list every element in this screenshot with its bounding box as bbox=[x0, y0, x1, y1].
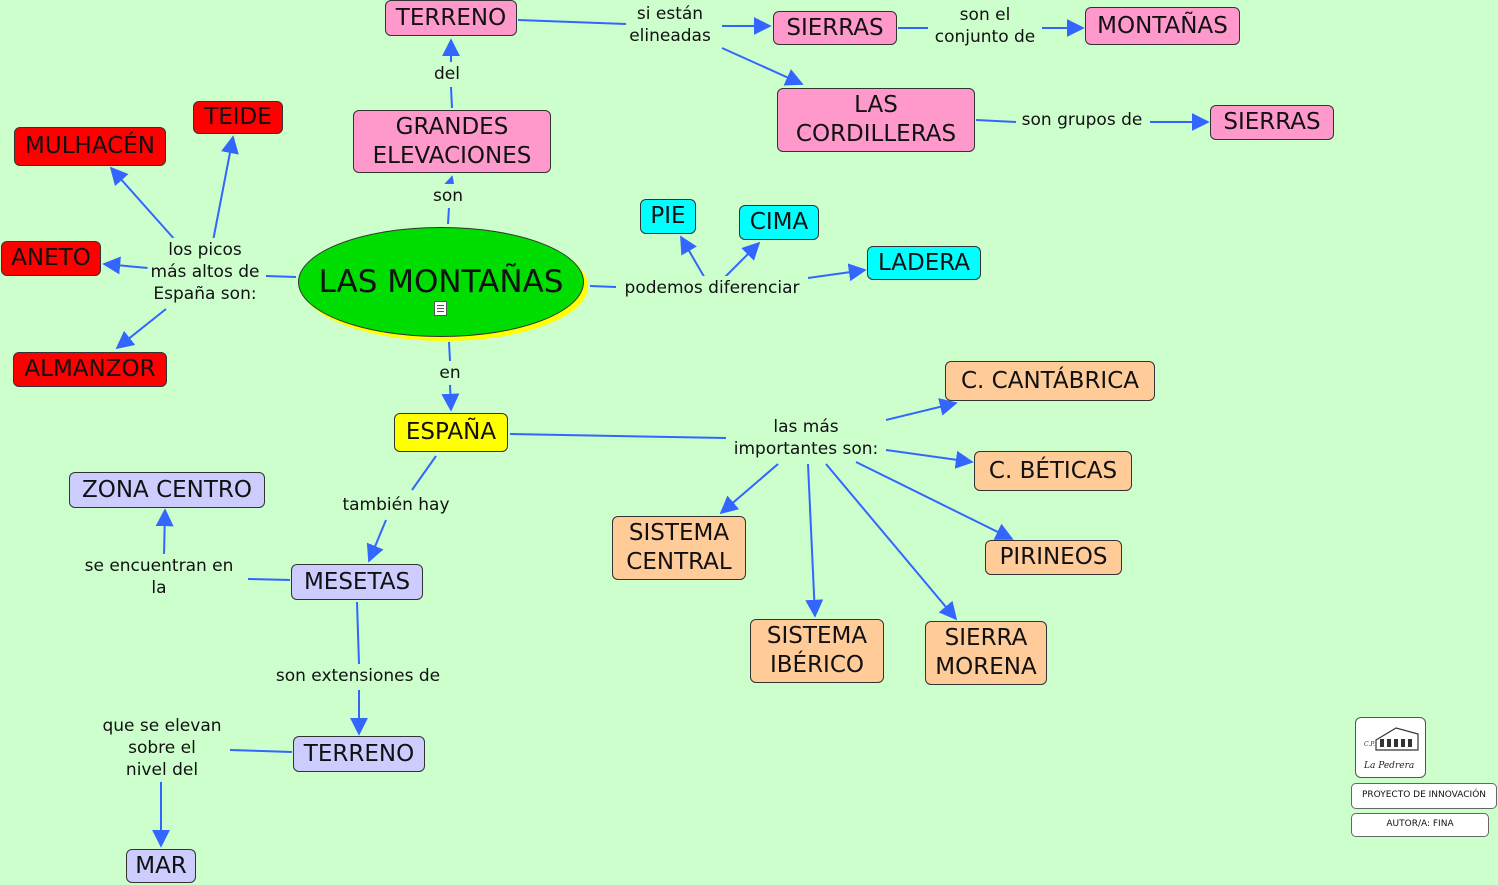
link-label-que-se-elevan: que se elevan sobre el nivel del bbox=[99, 713, 225, 783]
node-sierras-2[interactable]: SIERRAS bbox=[1210, 105, 1334, 140]
link-label-son: son bbox=[429, 183, 467, 209]
edge bbox=[680, 235, 707, 281]
node-pirineos[interactable]: PIRINEOS bbox=[985, 540, 1122, 575]
node-c-beticas[interactable]: C. BÉTICAS bbox=[974, 451, 1132, 491]
node-cima[interactable]: CIMA bbox=[739, 205, 819, 240]
link-label-si-estan-elineadas: si están elineadas bbox=[626, 1, 714, 49]
edge bbox=[229, 749, 293, 753]
edge bbox=[719, 463, 779, 515]
edge bbox=[721, 241, 761, 281]
edge bbox=[825, 463, 958, 621]
edge bbox=[155, 508, 174, 557]
edge bbox=[265, 275, 297, 278]
edge bbox=[247, 578, 291, 581]
central-topic-node[interactable]: LAS MONTAÑAS bbox=[298, 227, 588, 341]
link-label-tambien-hay: también hay bbox=[339, 492, 453, 518]
node-mesetas[interactable]: MESETAS bbox=[291, 564, 423, 600]
link-label-se-encuentran-en-la: se encuentran en la bbox=[81, 553, 237, 601]
credit-autor: AUTOR/A: FINA bbox=[1351, 813, 1489, 837]
edge bbox=[366, 519, 387, 563]
node-pie[interactable]: PIE bbox=[640, 199, 696, 234]
document-icon[interactable] bbox=[434, 301, 447, 316]
node-sistema-iberico[interactable]: SISTEMA IBÉRICO bbox=[750, 619, 884, 683]
node-sierra-morena[interactable]: SIERRA MORENA bbox=[925, 621, 1047, 685]
edge bbox=[805, 463, 824, 618]
node-las-cordilleras[interactable]: LAS CORDILLERAS bbox=[777, 88, 975, 152]
edge bbox=[885, 449, 974, 469]
node-teide[interactable]: TEIDE bbox=[193, 101, 283, 134]
node-sierras-1[interactable]: SIERRAS bbox=[773, 11, 897, 45]
node-ladera[interactable]: LADERA bbox=[867, 246, 981, 280]
link-label-del: del bbox=[431, 61, 463, 87]
edge bbox=[450, 86, 453, 109]
node-zona-centro[interactable]: ZONA CENTRO bbox=[69, 472, 265, 508]
school-building-icon: C.P. La Pedrera bbox=[1363, 727, 1419, 771]
edge bbox=[721, 47, 804, 86]
link-label-son-el-conjunto-de: son el conjunto de bbox=[931, 2, 1039, 50]
node-mulhacen[interactable]: MULHACÉN bbox=[14, 127, 166, 166]
edge bbox=[855, 461, 1014, 540]
node-terreno-top[interactable]: TERRENO bbox=[385, 0, 517, 36]
central-topic-title: LAS MONTAÑAS bbox=[318, 264, 564, 300]
node-mar[interactable]: MAR bbox=[126, 849, 196, 883]
node-grandes-elevaciones[interactable]: GRANDES ELEVACIONES bbox=[353, 110, 551, 173]
edge bbox=[807, 263, 867, 282]
node-montanas[interactable]: MONTAÑAS bbox=[1085, 7, 1240, 45]
node-c-cantabrica[interactable]: C. CANTÁBRICA bbox=[945, 361, 1155, 401]
link-label-los-picos: los picos más altos de España son: bbox=[147, 237, 263, 307]
school-logo-icon: C.P. La Pedrera bbox=[1355, 717, 1426, 778]
edge bbox=[975, 119, 1017, 123]
link-label-podemos-diferenciar: podemos diferenciar bbox=[621, 275, 803, 301]
edge bbox=[212, 135, 239, 242]
edge bbox=[517, 19, 627, 25]
credit-proyecto: PROYECTO DE INNOVACIÓN bbox=[1351, 783, 1497, 809]
edge bbox=[885, 398, 958, 421]
link-label-las-mas-importantes: las más importantes son: bbox=[730, 414, 882, 462]
edge bbox=[441, 383, 460, 412]
edge bbox=[447, 206, 450, 225]
node-sistema-central[interactable]: SISTEMA CENTRAL bbox=[612, 516, 746, 580]
link-label-son-extensiones-de: son extensiones de bbox=[272, 663, 444, 689]
edge bbox=[589, 285, 617, 288]
edge bbox=[448, 341, 451, 362]
link-label-son-grupos-de: son grupos de bbox=[1018, 107, 1146, 133]
edge bbox=[509, 433, 727, 439]
node-aneto[interactable]: ANETO bbox=[1, 241, 101, 276]
node-espana[interactable]: ESPAÑA bbox=[394, 413, 508, 452]
svg-text:C.P.: C.P. bbox=[1364, 741, 1375, 748]
node-terreno-bottom[interactable]: TERRENO bbox=[293, 736, 425, 772]
edge bbox=[411, 455, 437, 491]
edge bbox=[102, 256, 149, 275]
edge bbox=[356, 601, 360, 665]
edge bbox=[109, 166, 177, 242]
edge bbox=[115, 308, 167, 350]
central-topic-ellipse[interactable]: LAS MONTAÑAS bbox=[298, 227, 584, 337]
link-label-en: en bbox=[436, 360, 464, 386]
node-almanzor[interactable]: ALMANZOR bbox=[13, 352, 167, 387]
logo-text: La Pedrera bbox=[1363, 761, 1414, 771]
